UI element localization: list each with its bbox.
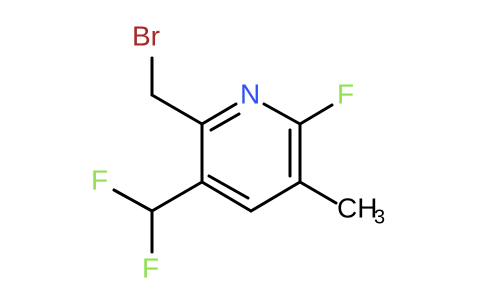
bond-c5-c4 [249, 180, 302, 213]
difluoromethyl-fluorine-bottom-label: F [142, 252, 159, 283]
methyl-subscript: 3 [374, 206, 385, 228]
bond-n1-c6 [262, 102, 302, 126]
bromine-label: Br [132, 20, 160, 51]
bond-ch2-c2 [150, 93, 204, 126]
bond-c4-c3-outer [200, 180, 253, 213]
methyl-label: CH [337, 192, 377, 223]
nitrogen-label: N [240, 78, 260, 109]
bond-chf2-f-top [112, 188, 154, 213]
bond-c2-n1-inner [209, 112, 241, 132]
bond-c3-chf2 [150, 180, 204, 213]
difluoromethyl-fluorine-top-label: F [91, 164, 108, 195]
bond-c4-c3-inner [207, 174, 250, 200]
bond-c5-methyl [298, 180, 338, 205]
bond-c2-n1-outer [200, 102, 238, 126]
bond-c6-f [298, 103, 334, 126]
ring-fluorine-label: F [337, 78, 354, 109]
